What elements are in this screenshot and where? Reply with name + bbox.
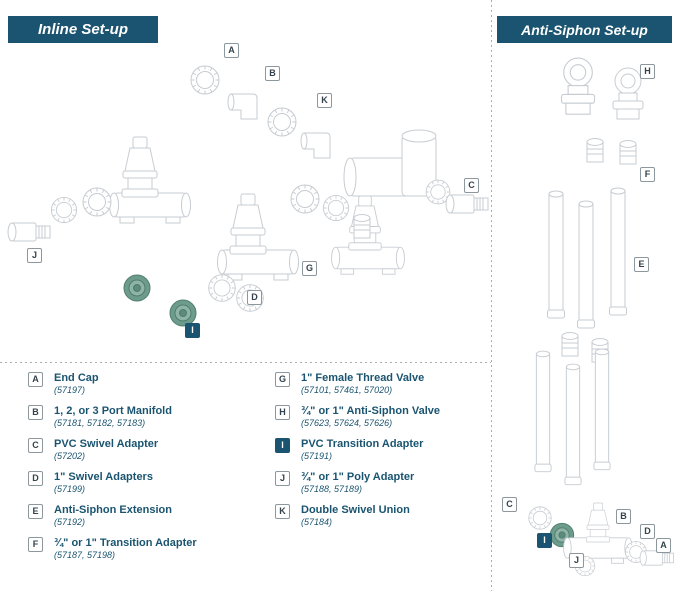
part-numbers: (57184) <box>301 517 333 527</box>
large-elbow-illustration <box>343 129 437 197</box>
part-numbers: (57202) <box>54 451 86 461</box>
part-letter-badge-highlighted: I <box>275 438 290 453</box>
part-label-d: D <box>640 524 655 539</box>
part-numbers: (57187, 57198) <box>54 550 116 560</box>
part-label-c: C <box>502 497 517 512</box>
part-name: ¾" or 1" Anti-Siphon Valve <box>301 405 440 417</box>
legend-item-anti-siphon-valve: H ¾" or 1" Anti-Siphon Valve (57623, 576… <box>275 405 485 429</box>
part-name: PVC Swivel Adapter <box>54 438 159 450</box>
part-label-e: E <box>634 257 649 272</box>
swivel-adapter-illustration <box>208 274 236 302</box>
pvc-swivel-adapter-illustration <box>445 194 489 214</box>
elbow-fitting-illustration <box>227 93 258 120</box>
legend-item-end-cap: A End Cap (57197) <box>28 372 263 396</box>
transition-adapter-illustration <box>586 138 604 163</box>
part-name: 1, 2, or 3 Port Manifold <box>54 405 172 417</box>
legend-column-left: A End Cap (57197) B 1, 2, or 3 Port Mani… <box>28 372 263 570</box>
union-nut-illustration <box>50 196 78 224</box>
part-label-a: A <box>656 538 671 553</box>
horizontal-dashed-divider <box>0 362 491 363</box>
part-letter-badge: F <box>28 537 43 552</box>
part-label-b: B <box>265 66 280 81</box>
legend-item-double-swivel-union: K Double Swivel Union (57184) <box>275 504 485 528</box>
part-label-g: G <box>302 261 317 276</box>
part-letter-badge: K <box>275 504 290 519</box>
part-numbers: (57192) <box>54 517 86 527</box>
legend-item-transition-adapter: F ¾" or 1" Transition Adapter (57187, 57… <box>28 537 263 561</box>
thread-valve-illustration <box>585 502 611 543</box>
swivel-union-illustration <box>290 184 320 214</box>
part-letter-badge: B <box>28 405 43 420</box>
swivel-union-illustration <box>267 107 297 137</box>
anti-siphon-valve-illustration <box>612 67 644 120</box>
legend-item-anti-siphon-extension: E Anti-Siphon Extension (57192) <box>28 504 263 528</box>
anti-siphon-extension-illustration <box>593 348 611 471</box>
part-numbers: (57191) <box>301 451 333 461</box>
legend-item-female-thread-valve: G 1" Female Thread Valve (57101, 57461, … <box>275 372 485 396</box>
part-name: Anti-Siphon Extension <box>54 504 172 516</box>
part-label-a: A <box>224 43 239 58</box>
part-name: 1" Swivel Adapters <box>54 471 153 483</box>
anti-siphon-setup-banner: Anti-Siphon Set-up <box>497 16 672 43</box>
thread-valve-illustration <box>121 136 159 198</box>
part-name: 1" Female Thread Valve <box>301 372 425 384</box>
part-name: Double Swivel Union <box>301 504 410 516</box>
end-cap-illustration <box>190 65 220 95</box>
swivel-adapter-illustration <box>528 506 552 530</box>
inline-setup-banner: Inline Set-up <box>8 16 158 43</box>
part-label-c: C <box>464 178 479 193</box>
part-numbers: (57101, 57461, 57020) <box>301 385 393 395</box>
part-numbers: (57197) <box>54 385 86 395</box>
double-swivel-union-illustration <box>300 132 331 159</box>
part-name: ¾" or 1" Poly Adapter <box>301 471 415 483</box>
part-label-b: B <box>616 509 631 524</box>
pvc-transition-adapter-highlighted-illustration <box>123 274 151 302</box>
part-letter-badge: D <box>28 471 43 486</box>
part-name: PVC Transition Adapter <box>301 438 424 450</box>
part-letter-badge: E <box>28 504 43 519</box>
anti-siphon-extension-illustration <box>547 190 565 319</box>
part-label-k: K <box>317 93 332 108</box>
part-name: End Cap <box>54 372 99 384</box>
manifold-illustration <box>331 246 405 275</box>
part-letter-badge: J <box>275 471 290 486</box>
anti-siphon-extension-illustration <box>577 200 595 329</box>
part-label-j: J <box>27 248 42 263</box>
part-letter-badge: C <box>28 438 43 453</box>
part-letter-badge: G <box>275 372 290 387</box>
part-label-d: D <box>247 290 262 305</box>
part-letter-badge: A <box>28 372 43 387</box>
part-label-h: H <box>640 64 655 79</box>
union-nut-illustration <box>82 187 112 217</box>
part-numbers: (57181, 57182, 57183) <box>54 418 146 428</box>
poly-adapter-illustration <box>7 222 51 242</box>
transition-adapter-illustration <box>353 214 371 239</box>
part-label-i-highlighted: I <box>185 323 200 338</box>
transition-adapter-illustration <box>619 140 637 165</box>
swivel-union-illustration <box>322 194 350 222</box>
legend-item-pvc-transition-adapter: I PVC Transition Adapter (57191) <box>275 438 485 462</box>
thread-valve-illustration <box>229 193 267 255</box>
part-label-j: J <box>569 553 584 568</box>
part-letter-badge: H <box>275 405 290 420</box>
vertical-dashed-divider <box>491 0 492 591</box>
part-numbers: (57199) <box>54 484 86 494</box>
legend-column-right: G 1" Female Thread Valve (57101, 57461, … <box>275 372 485 537</box>
anti-siphon-extension-illustration <box>609 187 627 316</box>
part-label-f: F <box>640 167 655 182</box>
part-numbers: (57623, 57624, 57626) <box>301 418 393 428</box>
part-label-i-highlighted: I <box>537 533 552 548</box>
part-numbers: (57188, 57189) <box>301 484 363 494</box>
anti-siphon-extension-illustration <box>564 363 582 486</box>
legend-item-port-manifold: B 1, 2, or 3 Port Manifold (57181, 57182… <box>28 405 263 429</box>
anti-siphon-extension-illustration <box>534 350 552 473</box>
legend-item-swivel-adapters: D 1" Swivel Adapters (57199) <box>28 471 263 495</box>
anti-siphon-valve-illustration <box>560 57 596 115</box>
legend-item-pvc-swivel-adapter: C PVC Swivel Adapter (57202) <box>28 438 263 462</box>
legend-item-poly-adapter: J ¾" or 1" Poly Adapter (57188, 57189) <box>275 471 485 495</box>
coupler-illustration <box>561 332 579 357</box>
part-name: ¾" or 1" Transition Adapter <box>54 537 197 549</box>
